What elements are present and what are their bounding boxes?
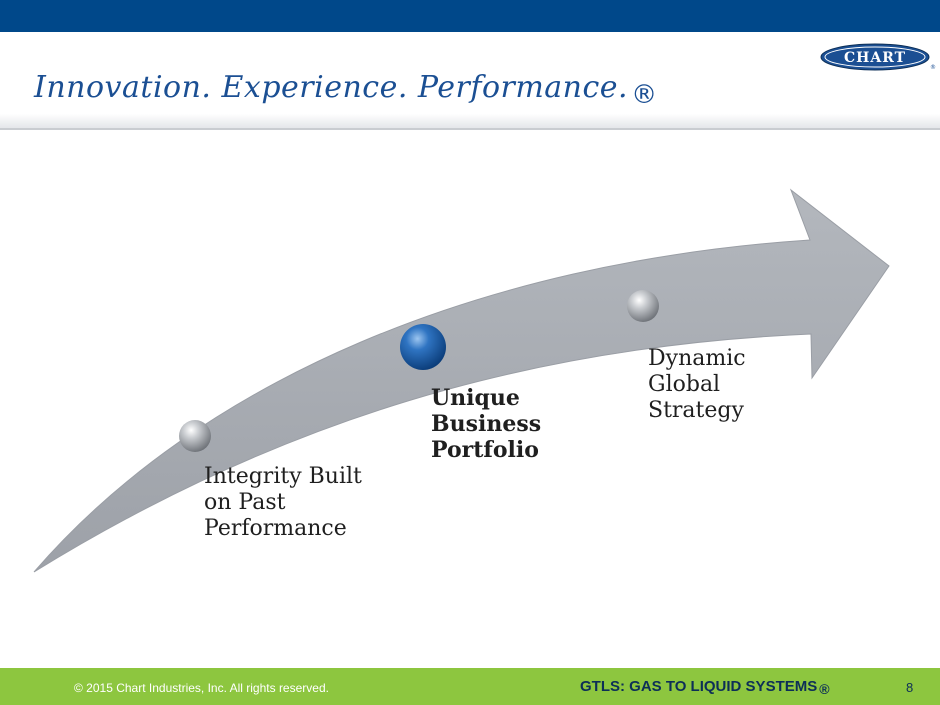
slide-header: [0, 32, 940, 130]
ticker-text: GTLS: GAS TO LIQUID SYSTEMS®: [580, 678, 830, 697]
step-label-strategy: Dynamic Global Strategy: [648, 346, 746, 423]
step-marker-integrity: [179, 420, 211, 452]
logo-registered-mark: ®: [930, 64, 936, 71]
top-brand-bar: [0, 0, 940, 32]
company-logo: CHART ®: [820, 43, 936, 71]
logo-text: CHART: [844, 50, 906, 66]
tagline-text: Innovation. Experience. Performance.: [34, 70, 629, 105]
step-marker-portfolio: [400, 324, 446, 370]
ticker-registered-mark: ®: [819, 681, 830, 697]
step-label-integrity: Integrity Built on Past Performance: [204, 464, 362, 541]
curved-arrow: [33, 188, 890, 573]
step-label-portfolio: Unique Business Portfolio: [431, 385, 542, 463]
ticker-label: GTLS: GAS TO LIQUID SYSTEMS: [580, 678, 818, 695]
slide-footer: © 2015 Chart Industries, Inc. All rights…: [0, 668, 940, 705]
step-marker-strategy: [627, 290, 659, 322]
copyright-text: © 2015 Chart Industries, Inc. All rights…: [74, 681, 329, 695]
page-number: 8: [906, 680, 914, 695]
slide-tagline: Innovation. Experience. Performance.®: [34, 70, 658, 110]
registered-mark: ®: [631, 80, 658, 110]
